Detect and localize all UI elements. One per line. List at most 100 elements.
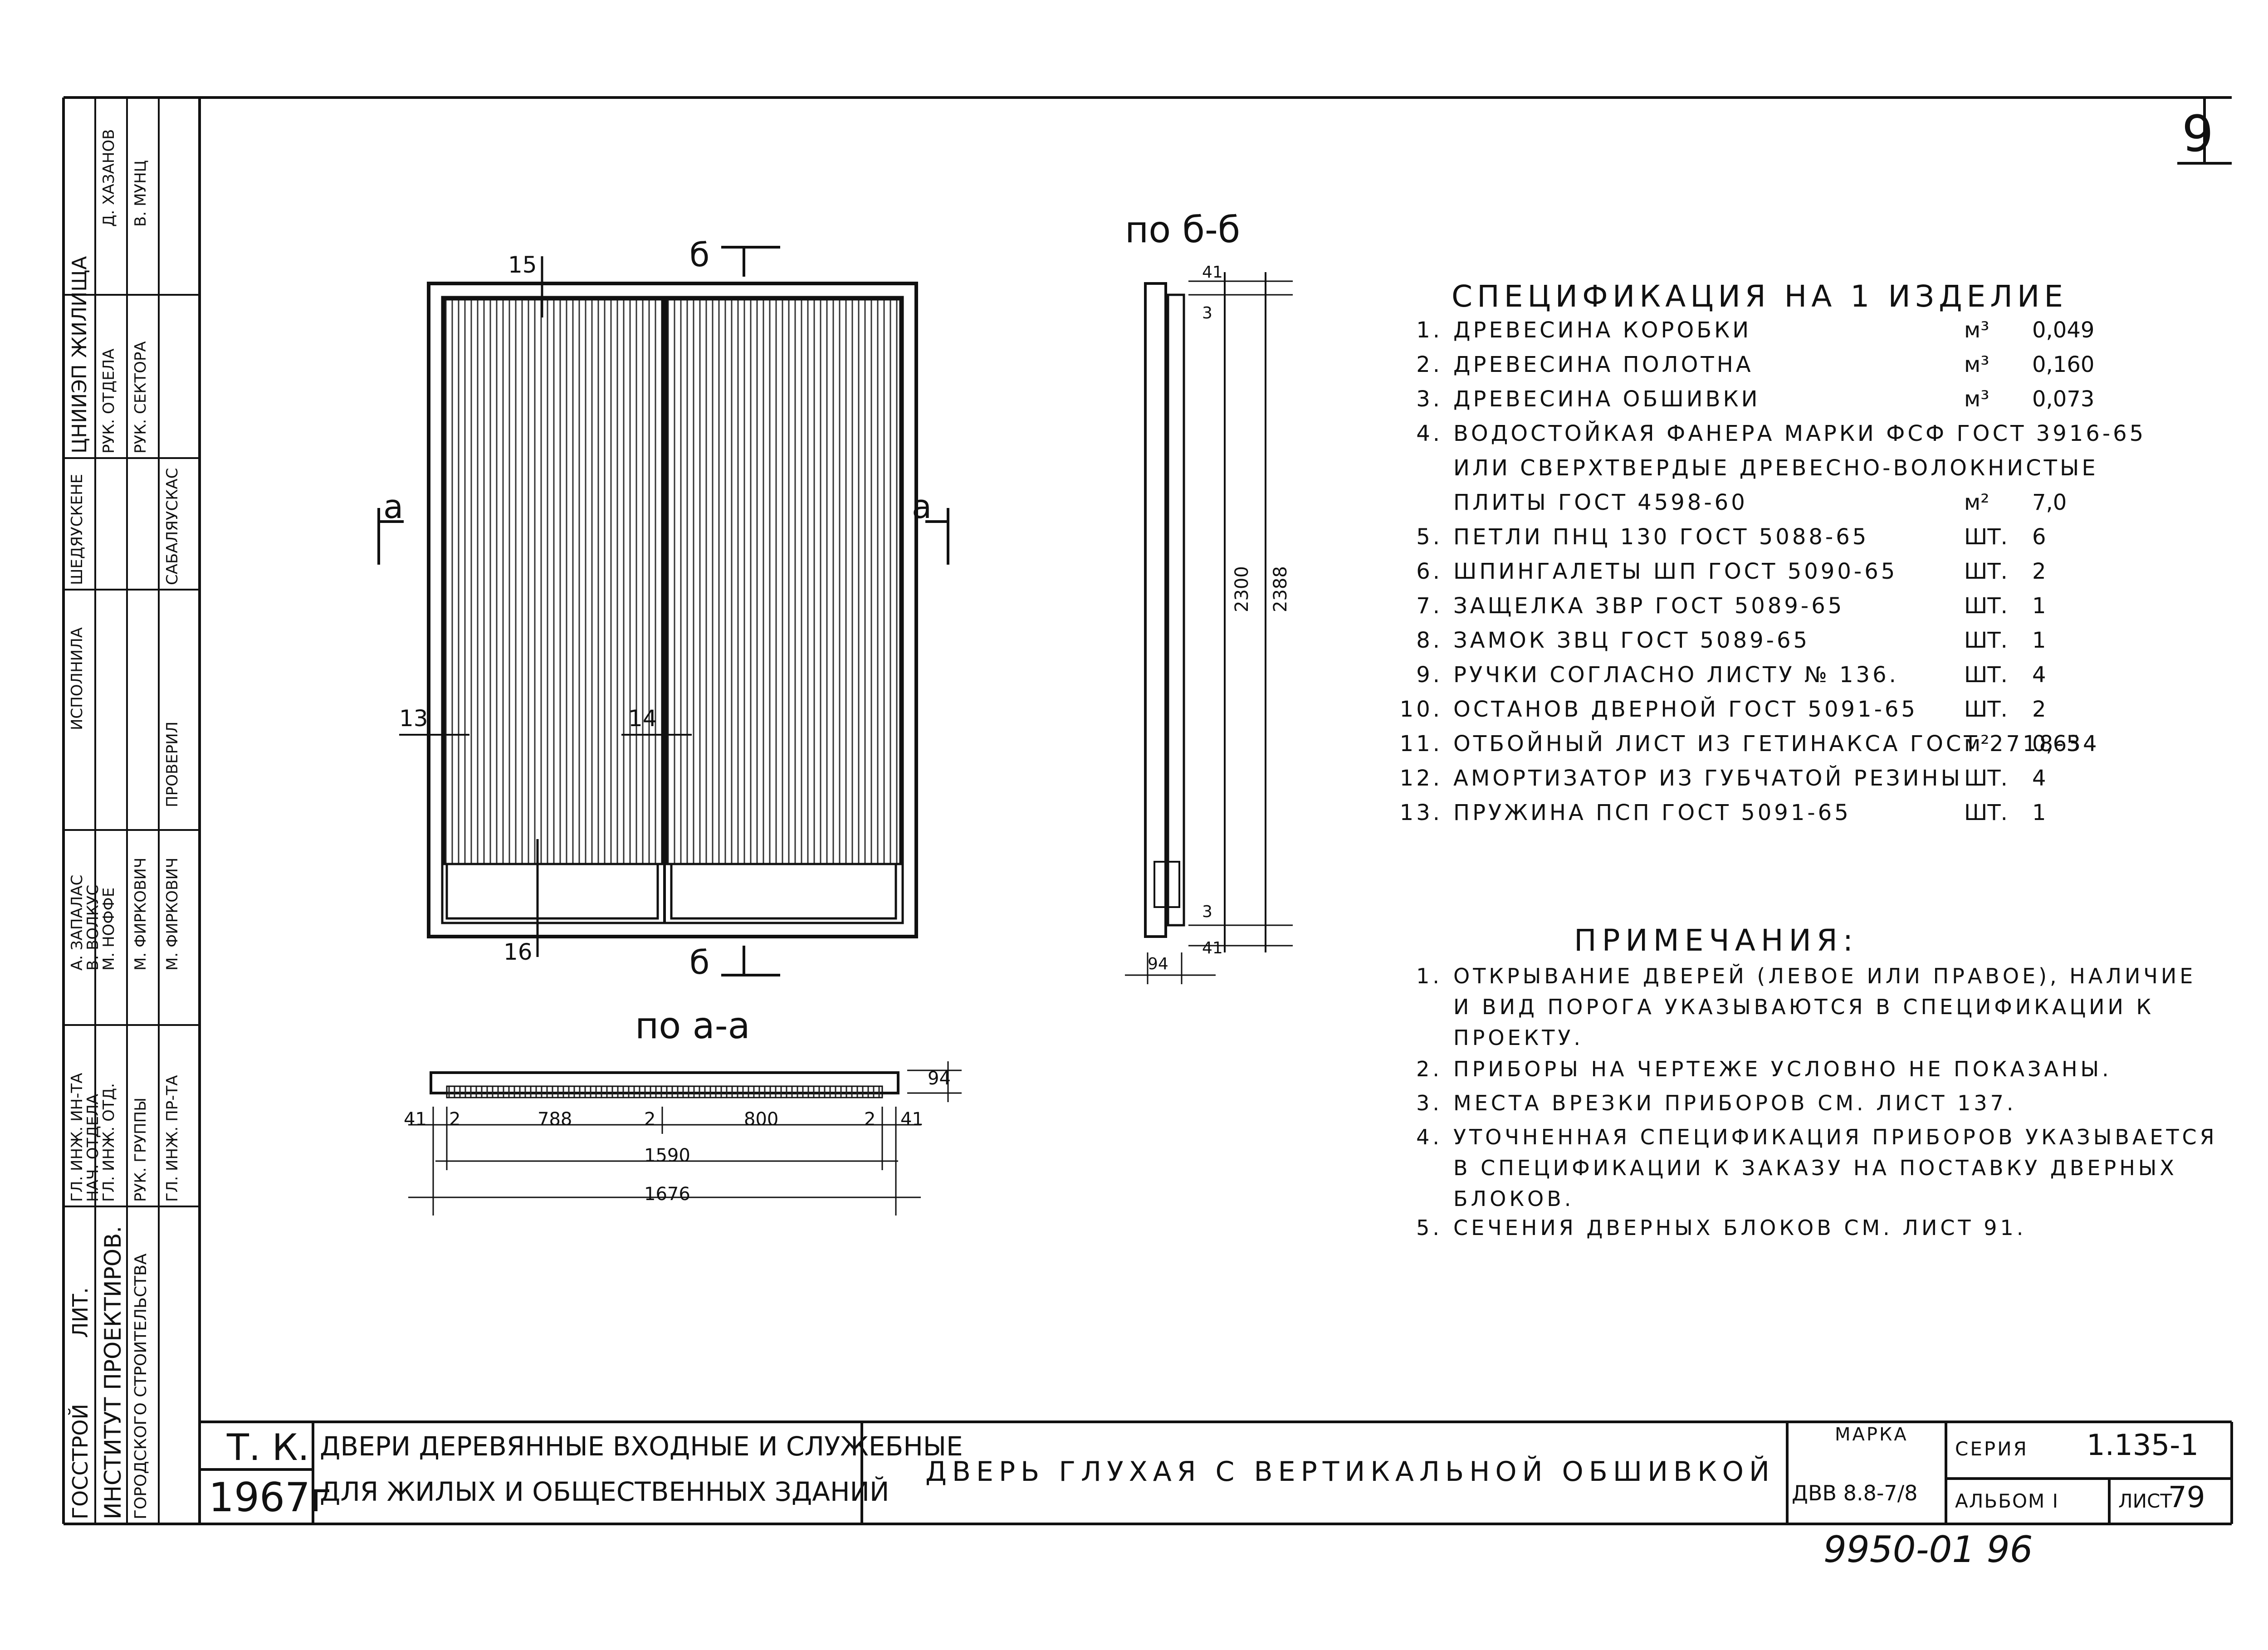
side-stamp-grid <box>64 98 200 1524</box>
callout-15: 15 <box>508 252 537 278</box>
stamp-role-4: РУК. ГРУППЫ <box>132 1097 150 1202</box>
stamp-role-1: ГЛ. ИНЖ. ИН-ТА <box>68 1073 86 1202</box>
spec-item-unit: ШТ. <box>1964 593 2008 619</box>
series-label: СЕРИЯ <box>1955 1438 2028 1460</box>
spec-item-text: ПРУЖИНА ПСП ГОСТ 5091-65 <box>1453 800 1851 825</box>
note-number: 2. <box>1416 1057 1442 1081</box>
archive-number: 9950-01 96 <box>1823 1528 2033 1571</box>
spec-item-unit: м³ <box>1964 317 1989 343</box>
spec-item-number: 12. <box>1399 766 1442 791</box>
cut-mark-left: а <box>383 488 404 526</box>
spec-item-number: 3. <box>1416 386 1442 412</box>
spec-item: 9. РУЧКИ СОГЛАСНО ЛИСТУ № 136. <box>1393 662 1899 697</box>
cut-mark-top: б <box>689 236 710 274</box>
spec-item-number: 10. <box>1399 697 1442 722</box>
specification-title: СПЕЦИФИКАЦИЯ НА 1 ИЗДЕЛИЕ <box>1452 279 2068 314</box>
spec-item-unit: ШТ. <box>1964 697 2008 722</box>
spec-item-number: 4. <box>1416 421 1442 446</box>
spec-item-quantity: 4 <box>2032 662 2046 688</box>
note-text: В СПЕЦИФИКАЦИИ К ЗАКАЗУ НА ПОСТАВКУ ДВЕР… <box>1453 1156 2177 1180</box>
dim-bb-3-top: 3 <box>1202 304 1212 322</box>
spec-item-quantity: 2 <box>2032 697 2046 722</box>
spec-item-text: АМОРТИЗАТОР ИЗ ГУБЧАТОЙ РЕЗИНЫ <box>1453 766 1963 791</box>
note-number: 3. <box>1416 1091 1442 1115</box>
callout-16: 16 <box>503 939 533 965</box>
spec-item: ПЛИТЫ ГОСТ 4598-60 <box>1393 490 1748 524</box>
series-value: 1.135-1 <box>2087 1429 2199 1462</box>
note-item: 3. МЕСТА ВРЕЗКИ ПРИБОРОВ СМ. ЛИСТ 137. <box>1393 1091 2017 1115</box>
section-bb <box>1125 272 1293 984</box>
stamp-role-3: ГЛ. ИНЖ. ОТД. <box>100 1083 118 1202</box>
note-text: ОТКРЫВАНИЕ ДВЕРЕЙ (ЛЕВОЕ ИЛИ ПРАВОЕ), НА… <box>1453 964 2196 988</box>
notes-title: ПРИМЕЧАНИЯ: <box>1574 923 1858 958</box>
spec-item-text: ПЕТЛИ ПНЦ 130 ГОСТ 5088-65 <box>1453 524 1869 550</box>
cut-mark-bottom: б <box>689 943 710 981</box>
dim-aa-1590: 1590 <box>644 1145 690 1166</box>
spec-item-number: 2. <box>1416 352 1442 377</box>
spec-item: 1.ДРЕВЕСИНА КОРОБКИ <box>1393 317 1751 352</box>
dim-bb-94: 94 <box>1148 955 1168 973</box>
spec-item-unit: ШТ. <box>1964 559 2008 584</box>
spec-item-quantity: 1 <box>2032 628 2046 653</box>
spec-item-number: 9. <box>1416 662 1442 688</box>
spec-item-quantity: 6 <box>2032 524 2046 550</box>
spec-item-number: 8. <box>1416 628 1442 653</box>
album-label: АЛЬБОМ I <box>1955 1490 2059 1512</box>
note-number: 4. <box>1416 1125 1442 1149</box>
spec-item: 2. ДРЕВЕСИНА ПОЛОТНА <box>1393 352 1754 386</box>
collection-title-line-2: ДЛЯ ЖИЛЫХ И ОБЩЕСТВЕННЫХ ЗДАНИЙ <box>320 1476 890 1507</box>
spec-item-unit: ШТ. <box>1964 628 2008 653</box>
stamp-org-right: ЦНИИЭП ЖИЛИЩА <box>68 256 91 454</box>
spec-item: 3.ДРЕВЕСИНА ОБШИВКИ <box>1393 386 1760 421</box>
mark-value: ДВВ 8.8-7/8 <box>1792 1481 1918 1505</box>
callout-14: 14 <box>628 705 657 732</box>
spec-item-text: ШПИНГАЛЕТЫ ШП ГОСТ 5090-65 <box>1453 559 1898 584</box>
dim-bb-41-bottom: 41 <box>1202 939 1223 957</box>
spec-item-text: ВОДОСТОЙКАЯ ФАНЕРА МАРКИ ФСФ ГОСТ 3916-6… <box>1453 421 2146 446</box>
stamp-name-2: В. ВОЛКУС <box>84 884 102 971</box>
spec-item-unit: ШТ. <box>1964 800 2008 825</box>
spec-item: 11.ОТБОЙНЫЙ ЛИСТ ИЗ ГЕТИНАКСА ГОСТ 2718-… <box>1393 731 2100 766</box>
collection-title-line-1: ДВЕРИ ДЕРЕВЯННЫЕ ВХОДНЫЕ И СЛУЖЕБНЫЕ <box>320 1431 963 1462</box>
stamp-name-3: М. НОФФЕ <box>100 887 118 971</box>
dim-aa-94: 94 <box>928 1068 951 1089</box>
spec-item-quantity: 0,049 <box>2032 317 2095 343</box>
spec-item: 5. ПЕТЛИ ПНЦ 130 ГОСТ 5088-65 <box>1393 524 1869 559</box>
stamp-role-5: ГЛ. ИНЖ. ПР-ТА <box>163 1075 181 1202</box>
sheet-value: 79 <box>2168 1481 2205 1514</box>
cut-mark-right: а <box>912 488 932 526</box>
dim-aa-800: 800 <box>744 1109 779 1130</box>
spec-item: 4. ВОДОСТОЙКАЯ ФАНЕРА МАРКИ ФСФ ГОСТ 3916… <box>1393 421 2146 455</box>
spec-item: 7.ЗАЩЕЛКА ЗВР ГОСТ 5089-65 <box>1393 593 1844 628</box>
title-tk: Т. К. <box>227 1426 309 1469</box>
spec-item-unit: ШТ. <box>1964 524 2008 550</box>
note-text: МЕСТА ВРЕЗКИ ПРИБОРОВ СМ. ЛИСТ 137. <box>1453 1091 2017 1115</box>
dim-aa-2-right: 2 <box>864 1109 876 1130</box>
section-aa-title: по а-а <box>635 1005 750 1047</box>
spec-item-quantity: 4 <box>2032 766 2046 791</box>
stamp-role-2: НАЧ. ОТДЕЛА <box>84 1093 102 1202</box>
stamp-person-2: САБАЛЯУСКАС <box>163 468 181 585</box>
note-number: 5. <box>1416 1216 1442 1240</box>
spec-item: ИЛИ СВЕРХТВЕРДЫЕ ДРЕВЕСНО-ВОЛОКНИСТЫЕ <box>1393 455 2098 490</box>
spec-item-text: ПЛИТЫ ГОСТ 4598-60 <box>1453 490 1748 515</box>
spec-item-unit: м³ <box>1964 352 1989 377</box>
title-block-grid <box>200 1421 2233 1524</box>
spec-item-unit: м² <box>1964 731 1989 757</box>
note-item-continuation: БЛОКОВ. <box>1453 1186 1574 1211</box>
spec-item-text: ОТБОЙНЫЙ ЛИСТ ИЗ ГЕТИНАКСА ГОСТ 2718-54 <box>1453 731 2100 757</box>
spec-item-text: ДРЕВЕСИНА ПОЛОТНА <box>1453 352 1754 377</box>
sheet-number: 9 <box>2182 105 2214 163</box>
spec-item-text: РУЧКИ СОГЛАСНО ЛИСТУ № 136. <box>1453 662 1899 688</box>
spec-item-number: 5. <box>1416 524 1442 550</box>
callout-13: 13 <box>399 705 428 732</box>
stamp-name-right-2: В. МУНЦ <box>132 160 150 227</box>
note-item: 4.УТОЧНЕННАЯ СПЕЦИФИКАЦИЯ ПРИБОРОВ УКАЗЫ… <box>1393 1125 2218 1149</box>
note-item-continuation: ПРОЕКТУ. <box>1453 1025 1584 1050</box>
spec-item-quantity: 0,63 <box>2032 731 2081 757</box>
spec-item-quantity: 2 <box>2032 559 2046 584</box>
spec-item-text: ЗАЩЕЛКА ЗВР ГОСТ 5089-65 <box>1453 593 1845 619</box>
spec-item-quantity: 7,0 <box>2032 490 2067 515</box>
dim-bb-2300: 2300 <box>1232 566 1252 612</box>
